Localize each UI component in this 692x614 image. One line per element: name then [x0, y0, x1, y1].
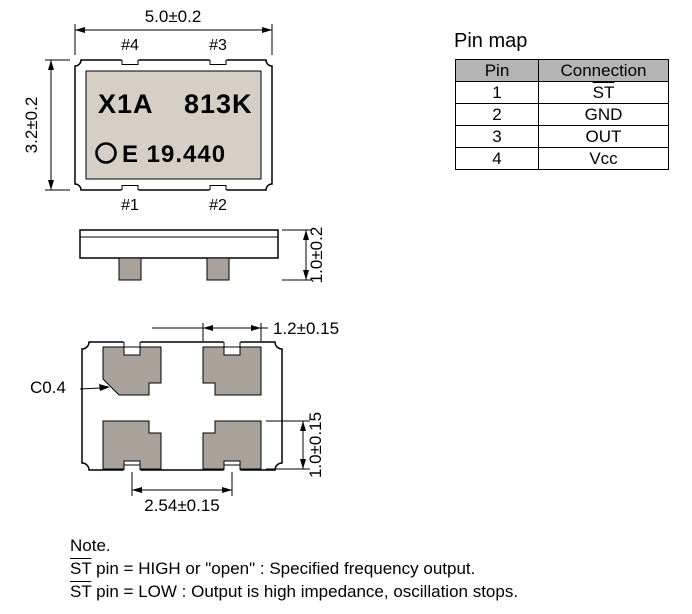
arrowhead: [303, 270, 309, 280]
bottom-pad-2: [202, 420, 262, 470]
arrowhead: [203, 325, 213, 331]
chamfer-callout: C0.4: [30, 378, 110, 397]
note-block: Note. ST pin = HIGH or "open" : Specifie…: [70, 534, 518, 603]
arrowhead: [75, 27, 85, 33]
pin-label-3: #3: [209, 37, 227, 54]
notch-erase: [209, 58, 227, 62]
arrowhead: [132, 487, 142, 493]
notch-erase: [209, 188, 227, 192]
pin-map-row: 1 ST: [455, 81, 669, 104]
pin-number: 1: [455, 81, 539, 104]
side-pad: [206, 257, 230, 281]
arrowhead: [48, 60, 54, 70]
pad-height-dimension: 1.0±0.15: [266, 412, 325, 478]
arrowhead: [222, 487, 232, 493]
castellation-notch: [209, 185, 227, 190]
top-view: 5.0±0.2 #4 #3 X1A 813K E 19.440: [22, 7, 273, 214]
arrowhead: [303, 230, 309, 240]
pad-pitch-dim-label: 2.54±0.15: [144, 496, 220, 515]
side-view: 1.0±0.2: [79, 227, 326, 284]
note-line-2-text: pin = LOW : Output is high impedance, os…: [91, 582, 519, 601]
arrowhead: [48, 180, 54, 190]
marking-text-bottom: E 19.440: [122, 141, 226, 168]
note-line-2: ST pin = LOW : Output is high impedance,…: [70, 580, 518, 603]
note-line-1: ST pin = HIGH or "open" : Specified freq…: [70, 557, 518, 580]
pin-label-1: #1: [121, 197, 139, 214]
notch-erase: [121, 58, 139, 62]
side-pad: [118, 257, 142, 281]
bottom-pad-4: [102, 346, 162, 396]
bottom-pad-1: [102, 420, 162, 470]
pin-connection: OUT: [538, 125, 669, 148]
pad-pitch-dimension: 2.54±0.15: [131, 472, 233, 515]
top-height-dimension: 3.2±0.2: [22, 59, 70, 191]
arrowhead: [300, 459, 306, 469]
marking-text-left: X1A: [98, 89, 154, 119]
castellation-notch: [121, 60, 139, 65]
castellation-notch: [121, 185, 139, 190]
castellation-notch: [209, 60, 227, 65]
bottom-pad-3: [202, 346, 262, 396]
pin-number: 3: [455, 125, 539, 148]
note-heading: Note.: [70, 536, 111, 555]
chamfer-label: C0.4: [30, 378, 66, 397]
note-line-1-text: pin = HIGH or "open" : Specified frequen…: [91, 559, 476, 578]
arrowhead: [300, 421, 306, 431]
pin-map-row: 2 GND: [455, 103, 669, 126]
pin-map-header-connection: Connection: [538, 59, 669, 82]
bottom-view: 1.2±0.15 C0.4: [30, 319, 339, 515]
notch-erase: [123, 468, 141, 472]
top-height-dim-label: 3.2±0.2: [22, 97, 41, 154]
marking-text-right: 813K: [184, 89, 253, 119]
pin-map-table: Pin Connection 1 ST 2 GND 3 OUT 4: [455, 59, 669, 170]
pin-label-2: #2: [209, 197, 227, 214]
pin-map-row: 4 Vcc: [455, 147, 669, 170]
st-signal-label: ST: [592, 82, 615, 102]
package-side-body: [79, 229, 279, 259]
side-height-dimension: 1.0±0.2: [282, 227, 326, 284]
pin-map-title: Pin map: [454, 30, 528, 52]
arrowhead: [99, 384, 110, 391]
side-height-dim-label: 1.0±0.2: [307, 227, 326, 284]
notch-erase: [121, 188, 139, 192]
marking-area: [85, 70, 262, 180]
notch-erase: [223, 340, 241, 344]
pin-map-header-row: Pin Connection: [455, 59, 669, 82]
pad-width-dimension: 1.2±0.15: [152, 319, 339, 341]
castellation-notch: [223, 342, 241, 348]
arrowhead: [251, 325, 261, 331]
top-width-dimension: 5.0±0.2: [74, 7, 273, 55]
pin-connection: Vcc: [538, 147, 669, 170]
pin-label-4: #4: [121, 37, 139, 54]
notch-erase: [123, 340, 141, 344]
pin-number: 2: [455, 103, 539, 126]
arrowhead: [262, 27, 272, 33]
st-signal-label: ST: [70, 582, 92, 601]
top-width-dim-label: 5.0±0.2: [145, 7, 202, 26]
pin1-indicator-circle: [95, 142, 117, 164]
castellation-notch: [123, 342, 141, 348]
leader-line: [79, 387, 102, 390]
pin-map-header-pin: Pin: [455, 59, 539, 82]
pin-number: 4: [455, 147, 539, 170]
pad-height-dim-label: 1.0±0.15: [306, 412, 325, 478]
st-signal-label: ST: [70, 559, 92, 578]
notch-erase: [223, 468, 241, 472]
pin-map-row: 3 OUT: [455, 125, 669, 148]
pin-connection: GND: [538, 103, 669, 126]
pin-map: Pin map Pin Connection 1 ST 2 GND 3: [448, 30, 669, 170]
pin-connection: ST: [538, 81, 669, 104]
pad-width-dim-label: 1.2±0.15: [273, 319, 339, 338]
